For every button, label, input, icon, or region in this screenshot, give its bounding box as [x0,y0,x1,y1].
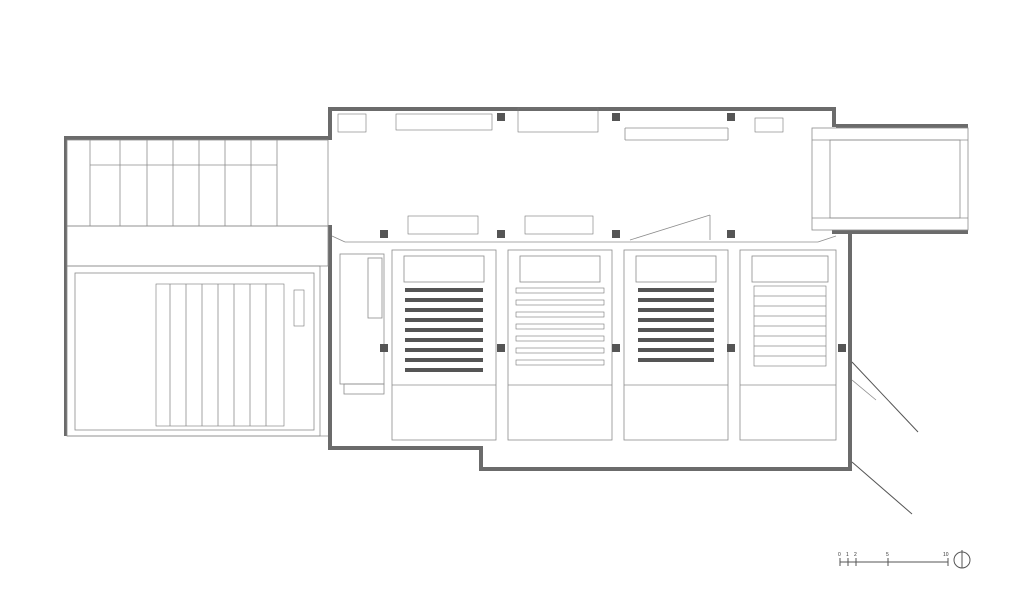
entrance-ramp [851,361,919,515]
large-hall-seating [155,283,305,427]
auditorium-1 [391,249,497,441]
side-rooms [339,253,385,395]
scale-bar: 0 1 2 5 10 [838,552,949,566]
exterior-walls [64,107,968,471]
interior-lines [66,107,969,437]
structural-columns [380,113,846,352]
north-arrow-icon [953,550,971,569]
scale-tick-2: 2 [854,552,857,558]
scale-tick-5: 5 [886,552,889,558]
auditorium-4 [739,249,837,441]
scale-tick-10: 10 [943,552,949,558]
auditorium-3 [623,249,729,441]
scale-tick-0: 0 [838,552,841,558]
auditorium-2 [507,249,613,441]
scale-tick-1: 1 [846,552,849,558]
